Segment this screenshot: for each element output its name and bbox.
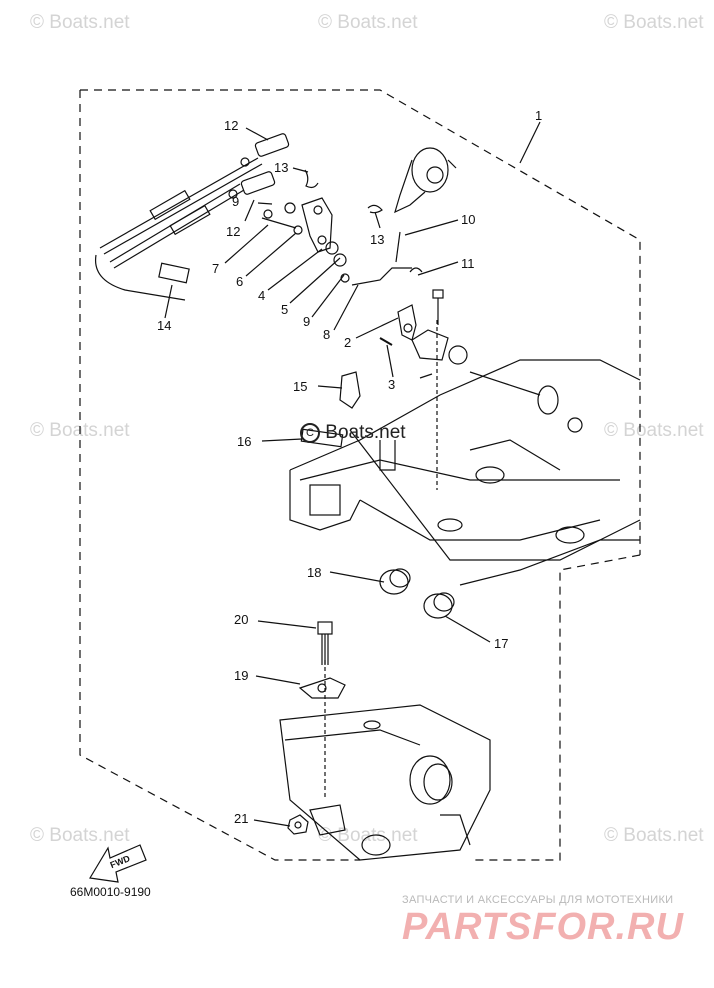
callout-3: 3 (388, 377, 396, 392)
assembly-boundary-left (79, 90, 360, 861)
callout-2: 2 (344, 335, 352, 350)
callout-14: 14 (157, 318, 172, 333)
copyright-icon: C (300, 422, 320, 443)
callout-20: 20 (234, 612, 249, 627)
assembly-boundary-lower (470, 554, 641, 861)
callout-19: 19 (234, 668, 249, 683)
callout-6: 6 (236, 274, 244, 289)
diagram-code: 66M0010-9190 (70, 885, 151, 899)
assembly-boundary (80, 89, 641, 555)
watermark-top-right: © Boats.net (604, 12, 704, 33)
callout-4: 4 (258, 288, 266, 303)
shop-subtitle: ЗАПЧАСТИ И АКСЕССУАРЫ ДЛЯ МОТОТЕХНИКИ (402, 894, 674, 906)
watermark-mid-right: © Boats.net (604, 420, 704, 441)
callout-21: 21 (234, 811, 249, 826)
watermark-top-center: © Boats.net (318, 12, 418, 33)
callout-7: 7 (212, 261, 220, 276)
watermark-bottom-left: © Boats.net (30, 825, 130, 846)
callout-11: 11 (461, 256, 475, 271)
center-watermark-text: Boats.net (325, 422, 406, 443)
callout-1: 1 (535, 108, 543, 123)
callout-9-top: 9 (232, 194, 240, 209)
callout-13-top: 13 (274, 160, 289, 175)
callout-17: 17 (494, 636, 509, 651)
shop-logo[interactable]: PARTSFOR.RU (402, 906, 684, 948)
watermark-bottom-right: © Boats.net (604, 825, 704, 846)
callout-10: 10 (461, 212, 476, 227)
callout-9-bottom: 9 (303, 314, 311, 329)
callout-18: 18 (307, 565, 322, 580)
callout-5: 5 (281, 302, 289, 317)
center-watermark: C Boats.net (300, 422, 406, 444)
watermark-top-left: © Boats.net (30, 12, 130, 33)
callout-13-bottom: 13 (370, 232, 385, 247)
callout-12-bottom: 12 (226, 224, 241, 239)
callout-15: 15 (293, 379, 308, 394)
callout-12-top: 12 (224, 118, 239, 133)
callout-16: 16 (237, 434, 252, 449)
callout-8: 8 (323, 327, 331, 342)
fwd-arrow-icon: FWD (89, 844, 147, 883)
